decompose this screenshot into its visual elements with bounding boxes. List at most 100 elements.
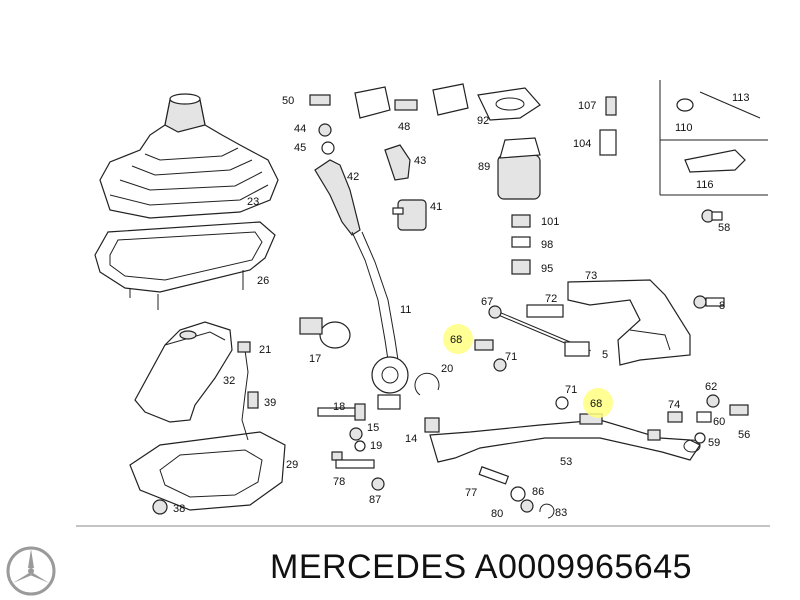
mercedes-star-icon: [6, 546, 56, 596]
part-110-grommet: [676, 98, 694, 112]
label-62: 62: [705, 381, 717, 393]
part-71-nut: [493, 358, 507, 372]
label-8: 8: [719, 300, 725, 312]
part-89-selector-housing: [497, 137, 541, 200]
label-5: 5: [602, 349, 608, 361]
part-29-gasket: [129, 431, 286, 511]
part-44-nut: [318, 123, 332, 137]
label-32: 32: [223, 375, 235, 387]
label-116: 116: [696, 179, 714, 191]
label-83: 83: [555, 507, 567, 519]
label-68b: 68: [590, 398, 602, 410]
part-73-bracket: [567, 279, 691, 366]
part-41-switch: [392, 199, 427, 231]
part-21-wire: [241, 349, 249, 441]
label-77: 77: [465, 487, 477, 499]
part-32-mounting-plate: [134, 321, 233, 423]
label-19: 19: [370, 440, 382, 452]
label-15: 15: [367, 422, 379, 434]
label-45: 45: [294, 142, 306, 154]
label-104: 104: [573, 138, 591, 150]
label-20: 20: [441, 363, 453, 375]
label-80: 80: [491, 508, 503, 520]
part-60-bolt: [696, 411, 712, 423]
label-26: 26: [257, 275, 269, 287]
part-72-bracket: [526, 304, 564, 318]
label-78: 78: [333, 476, 345, 488]
brand-part-number: MERCEDES A0009965645: [270, 548, 693, 586]
part-62-nut: [706, 394, 720, 408]
part-53-selector-linkage: [424, 417, 701, 463]
part-86-washer: [510, 486, 526, 502]
label-71b: 71: [565, 384, 577, 396]
label-56: 56: [738, 429, 750, 441]
part-77-bolt: [478, 466, 510, 485]
part-98-bushing: [511, 236, 531, 248]
part-42-shift-lever: [314, 159, 409, 410]
label-17: 17: [309, 353, 321, 365]
label-38: 38: [173, 503, 185, 515]
label-50: 50: [282, 95, 294, 107]
label-87: 87: [369, 494, 381, 506]
label-67: 67: [481, 296, 493, 308]
part-15-nut: [349, 427, 363, 441]
part-58-bolt: [701, 209, 723, 223]
label-74: 74: [668, 399, 680, 411]
label-43: 43: [414, 155, 426, 167]
part-5-shift-rod: [488, 305, 591, 357]
part-21-sensor: [237, 341, 251, 353]
label-73: 73: [585, 270, 597, 282]
part-39-screw: [247, 391, 259, 409]
label-95: 95: [541, 263, 553, 275]
part-labels: 50 44 45 48 92 107 104 113 110 116 58 43…: [173, 92, 750, 520]
label-23: 23: [247, 196, 259, 208]
label-53: 53: [560, 456, 572, 468]
part-17-bushing: [299, 317, 351, 349]
label-18: 18: [333, 401, 345, 413]
label-11: 11: [400, 304, 411, 316]
part-26-boot-frame: [94, 221, 276, 310]
label-71a: 71: [505, 351, 517, 363]
label-39: 39: [264, 397, 276, 409]
highlight-68-lower: [583, 388, 613, 418]
label-92: 92: [477, 115, 489, 127]
label-110: 110: [675, 122, 693, 134]
part-50-shift-pattern: [309, 86, 391, 119]
part-8-bolt: [693, 295, 725, 309]
label-58: 58: [718, 222, 730, 234]
label-60: 60: [713, 416, 725, 428]
part-78-bolt: [331, 451, 375, 469]
label-29: 29: [286, 459, 298, 471]
inset-box: [659, 80, 768, 196]
label-98: 98: [541, 239, 553, 251]
label-72: 72: [545, 293, 557, 305]
label-59: 59: [708, 437, 720, 449]
label-113: 113: [732, 92, 750, 104]
part-104-clip: [599, 129, 617, 156]
label-41: 41: [430, 201, 442, 213]
label-86: 86: [532, 486, 544, 498]
part-18-bolt: [317, 403, 366, 421]
label-21: 21: [259, 344, 271, 356]
part-95-nut: [511, 259, 531, 275]
part-87-nut: [371, 477, 385, 491]
part-19-washer: [354, 440, 366, 452]
part-80-washer: [520, 499, 534, 513]
part-43-knob: [384, 144, 411, 181]
label-107: 107: [578, 100, 596, 112]
part-68-ball-joint: [474, 339, 494, 351]
part-116-cable-clamp: [684, 149, 746, 173]
label-42: 42: [347, 171, 359, 183]
part-74-bushing: [667, 411, 683, 423]
part-92-plate: [477, 87, 541, 121]
highlight-68-upper: [443, 324, 473, 354]
label-101: 101: [541, 216, 559, 228]
part-101-seal: [511, 214, 531, 228]
part-23-shift-boot: [99, 93, 279, 219]
part-20-circlip: [414, 372, 440, 396]
part-113-cable-tie: [699, 91, 761, 119]
label-14: 14: [405, 433, 417, 445]
part-59-washer: [694, 432, 706, 444]
part-107-screw: [605, 96, 617, 116]
